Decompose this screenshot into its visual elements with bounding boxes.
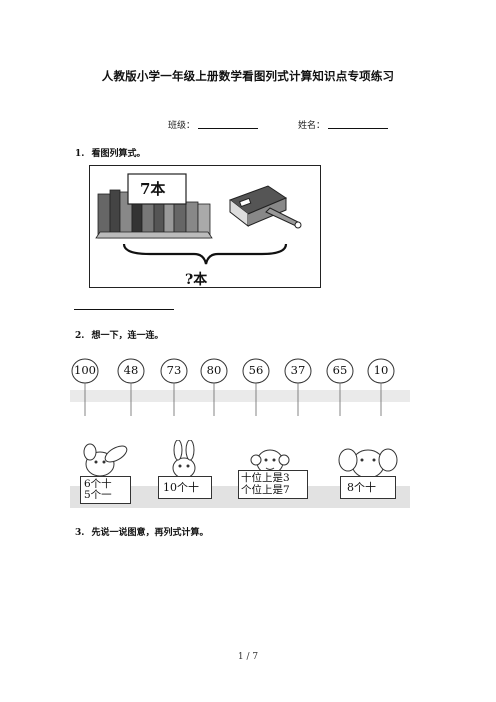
card-line: 10个十 bbox=[158, 476, 212, 499]
figure-books: 7本 ?本 bbox=[89, 165, 321, 288]
top-label: 7本 bbox=[140, 180, 166, 198]
balloon-icon bbox=[160, 358, 188, 416]
books-illustration bbox=[95, 173, 302, 265]
balloon-number: 73 bbox=[166, 363, 182, 377]
balloon-icon bbox=[242, 358, 270, 416]
bottom-label: ?本 bbox=[185, 272, 208, 288]
balloon[interactable]: 73 bbox=[159, 358, 189, 418]
balloon-number: 100 bbox=[74, 363, 96, 377]
animal-card[interactable]: 10个十 bbox=[156, 439, 212, 510]
balloon-icon bbox=[367, 358, 395, 416]
balloon[interactable]: 65 bbox=[325, 358, 355, 418]
question-1: 1. 看图列算式。 bbox=[75, 146, 146, 159]
card-line: 个位上是7 bbox=[241, 483, 290, 496]
figure-connect: 100 48 73 80 56 37 65 10 6个十 5个一 10个十 bbox=[70, 348, 410, 513]
question-3: 3. 先说一说图意，再列式计算。 bbox=[75, 525, 209, 538]
balloon[interactable]: 37 bbox=[283, 358, 313, 418]
question-text: 想一下，连一连。 bbox=[91, 331, 164, 341]
question-text: 先说一说图意，再列式计算。 bbox=[91, 528, 209, 538]
balloon-number: 37 bbox=[290, 363, 306, 377]
balloon-icon bbox=[284, 358, 312, 416]
balloon[interactable]: 80 bbox=[199, 358, 229, 418]
balloon-icon bbox=[71, 358, 99, 416]
label-box bbox=[127, 173, 187, 205]
name-label: 姓名： bbox=[298, 121, 326, 131]
name-field[interactable] bbox=[328, 128, 388, 129]
question-number: 2. bbox=[75, 331, 85, 341]
rabbit-icon bbox=[83, 443, 128, 477]
bunny-icon bbox=[172, 439, 196, 479]
balloon-number: 65 bbox=[332, 363, 348, 377]
page-number: 1 / 7 bbox=[237, 652, 259, 662]
animal-card[interactable]: 十位上是3 个位上是7 bbox=[238, 440, 308, 510]
book-icon bbox=[228, 185, 302, 229]
class-label: 班级： bbox=[168, 121, 196, 131]
balloon[interactable]: 10 bbox=[366, 358, 396, 418]
answer-line[interactable] bbox=[74, 309, 174, 310]
balloon-icon bbox=[200, 358, 228, 416]
animal-card[interactable]: 8个十 bbox=[334, 440, 400, 510]
card-line: 十位上是3 bbox=[241, 472, 290, 484]
balloon-icon bbox=[117, 358, 145, 416]
class-field[interactable] bbox=[198, 128, 258, 129]
balloon[interactable]: 48 bbox=[116, 358, 146, 418]
balloon-icon bbox=[326, 358, 354, 416]
question-2: 2. 想一下，连一连。 bbox=[75, 328, 164, 341]
balloon-number: 80 bbox=[206, 363, 222, 377]
balloon-number: 48 bbox=[123, 363, 139, 377]
question-text: 看图列算式。 bbox=[91, 149, 146, 159]
card-line: 6个十 bbox=[84, 478, 112, 490]
elephant-icon bbox=[338, 448, 398, 479]
balloon-number: 10 bbox=[373, 363, 389, 377]
card-line: 5个一 bbox=[84, 489, 112, 501]
balloon[interactable]: 100 bbox=[70, 358, 100, 418]
card-line: 8个十 bbox=[340, 476, 396, 499]
brace-icon bbox=[122, 243, 288, 265]
animal-card[interactable]: 6个十 5个一 bbox=[76, 440, 132, 510]
question-number: 3. bbox=[75, 528, 85, 538]
balloon[interactable]: 56 bbox=[241, 358, 271, 418]
question-number: 1. bbox=[75, 149, 85, 159]
balloon-number: 56 bbox=[248, 363, 264, 377]
page-title: 人教版小学一年级上册数学看图列式计算知识点专项练习 bbox=[101, 69, 395, 83]
